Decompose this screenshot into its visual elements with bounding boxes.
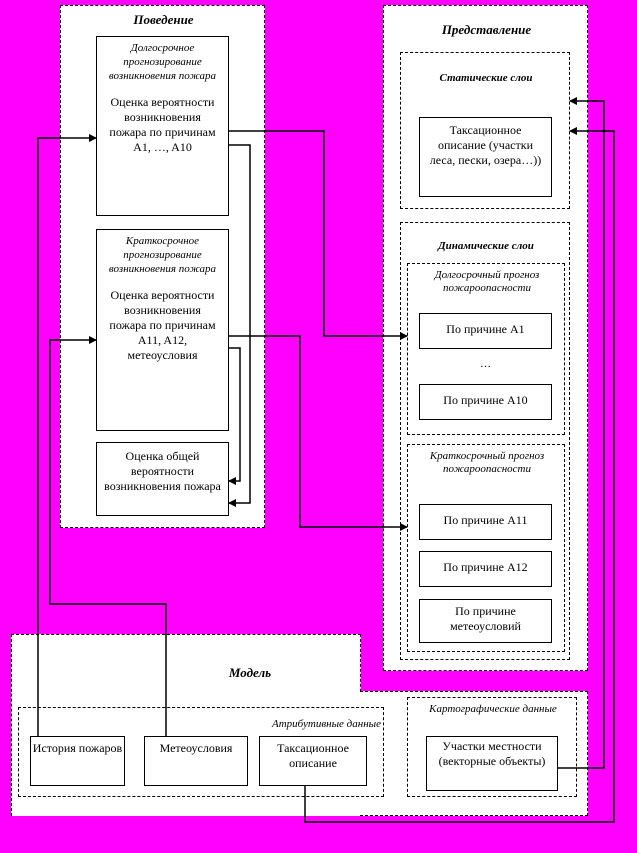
short-term-causes: A11, A12, — [137, 333, 188, 347]
static-taxation-text: Таксационное описание (участки леса, пес… — [429, 123, 542, 167]
short-forecast-title: Краткосрочный прогноз пожароопасности — [429, 450, 545, 475]
static-taxation-box: Таксационное описание (участки леса, пес… — [419, 117, 552, 197]
short-term-extra: метеоусловия — [127, 348, 198, 362]
representation-title: Представление — [441, 22, 532, 37]
short-cause-meteo-box: По причине метеоусловий — [419, 599, 552, 643]
long-cause-a1-box: По причине A1 — [419, 313, 552, 349]
meteo-box: Метеоусловия — [144, 736, 248, 786]
attributes-title: Атрибутивные данные — [271, 718, 381, 730]
static-layers-title: Статические слои — [439, 72, 533, 84]
short-term-body: Оценка вероятности возникновения пожара … — [109, 288, 216, 332]
model-title: Модель — [228, 665, 272, 680]
long-term-forecast-box: Долгосрочное прогнозирование возникновен… — [96, 36, 229, 216]
fire-history-text: История пожаров — [32, 741, 123, 755]
long-cause-a10-text: По причине A10 — [443, 393, 528, 407]
dynamic-layers-title: Динамические слои — [438, 240, 534, 252]
terrain-areas-box: Участки местности (векторные объекты) — [426, 736, 558, 791]
long-term-causes: A1, …, A10 — [133, 140, 192, 154]
long-cause-a10-box: По причине A10 — [419, 384, 552, 420]
long-cause-a1-text: По причине A1 — [446, 322, 525, 336]
short-term-forecast-box: Краткосрочное прогнозирование возникнове… — [96, 229, 229, 431]
long-term-heading: Долгосрочное прогнозирование возникновен… — [108, 42, 217, 82]
meteo-text: Метеоусловия — [159, 741, 233, 755]
short-cause-a12-text: По причине A12 — [443, 560, 528, 574]
overall-probability-text: Оценка общей вероятности возникновения п… — [104, 449, 221, 493]
long-term-body: Оценка вероятности возникновения пожара … — [109, 95, 216, 139]
behavior-title: Поведение — [133, 12, 194, 27]
short-cause-meteo-text: По причине метеоусловий — [450, 604, 521, 633]
short-cause-a12-box: По причине A12 — [419, 551, 552, 587]
short-term-heading: Краткосрочное прогнозирование возникнове… — [108, 235, 217, 275]
taxation-box: Таксационное описание — [259, 736, 367, 786]
terrain-areas-text: Участки местности (векторные объекты) — [438, 739, 546, 768]
cartographic-title: Картографические данные — [429, 703, 557, 715]
long-cause-ellipsis: … — [480, 358, 491, 370]
overall-probability-box: Оценка общей вероятности возникновения п… — [96, 442, 229, 516]
long-forecast-title: Долгосрочный прогноз пожароопасности — [434, 269, 540, 294]
short-cause-a11-box: По причине A11 — [419, 504, 552, 540]
taxation-text: Таксационное описание — [277, 741, 349, 770]
short-cause-a11-text: По причине A11 — [443, 513, 528, 527]
fire-history-box: История пожаров — [30, 736, 125, 786]
